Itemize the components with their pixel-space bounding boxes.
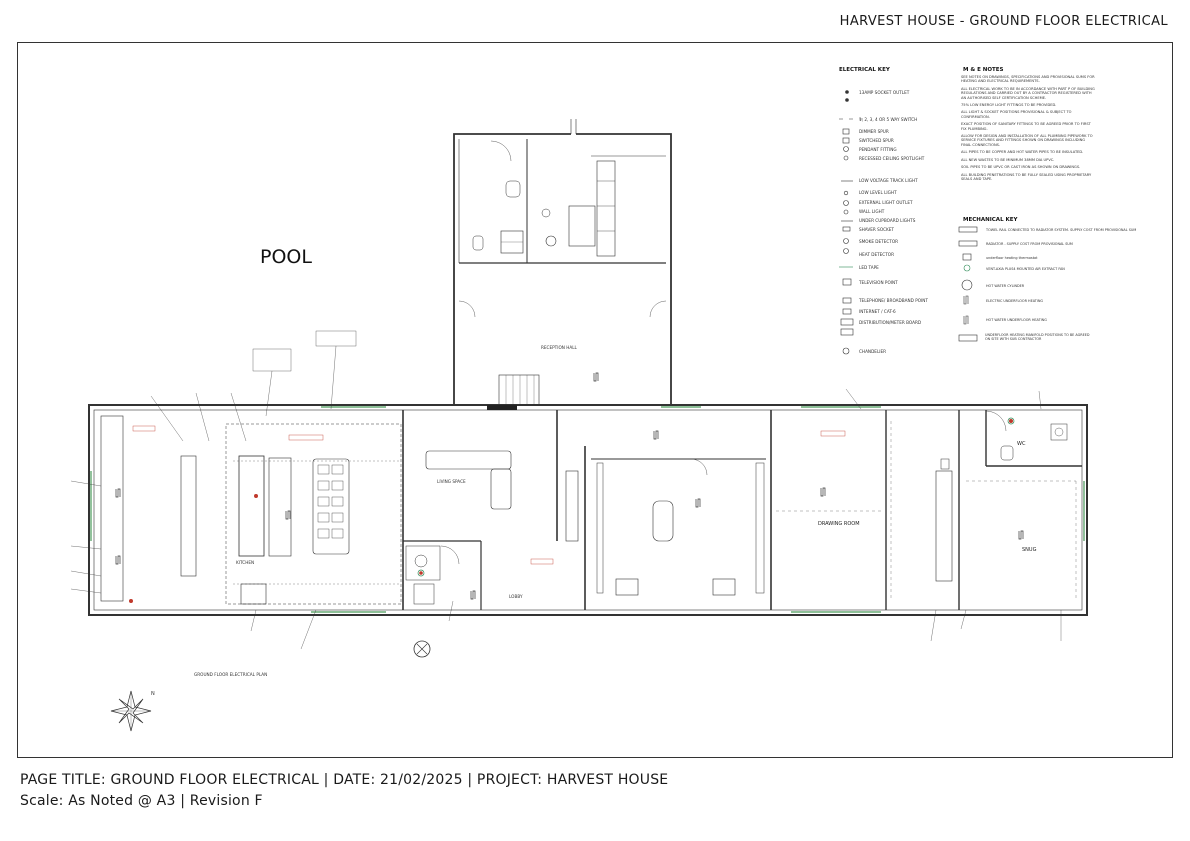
pool-label: POOL [260,246,312,268]
ekey-16: TELEPHONE/ BROADBAND POINT [858,298,928,303]
room-lobby: LOBBY [509,594,523,599]
heating-symbols [115,372,1024,600]
mkey-7-block: UNDERFLOOR HEATING MANIFOLD POSITIONS TO… [985,333,1090,341]
me-notes-block: SEE NOTES ON DRAWINGS, SPECIFICATIONS AN… [961,75,1095,181]
ekey-15: TELEVISION POINT [858,280,898,285]
room-reception-hall: RECEPTION HALL [541,345,578,350]
ekey-11: SHAVER SOCKET [859,227,894,232]
me-note-9: ALL BUILDING PENETRATIONS TO BE FULLY SE… [961,172,1092,181]
sheet-title: HARVEST HOUSE - GROUND FLOOR ELECTRICAL [839,14,1168,29]
ekey-5: RECESSED CEILING SPOTLIGHT [859,156,925,161]
me-note-3: ALL LIGHT & SOCKET POSITIONS PROVISIONAL… [961,110,1072,119]
mkey-1: RADIATOR - SUPPLY COST FROM PROVISIONAL … [986,242,1073,246]
floor-plan-drawing: POOL RECEPTION HALL KITCHEN LIVING SPACE… [70,67,1136,732]
ekey-3: SWITCHED SPUR [859,138,894,143]
central-room-fittings [596,458,765,596]
me-note-8: SOIL PIPES TO BE UPVC OR CAST IRON AS SH… [961,165,1081,170]
me-note-1: ALL ELECTRICAL WORK TO BE IN ACCORDANCE … [961,86,1095,100]
me-note-4: EXACT POSITION OF SANITARY FITTINGS TO B… [961,122,1091,131]
red-marks [129,419,1013,603]
living-fittings [405,450,579,605]
north-wing-walls [453,119,672,410]
mkey-7: UNDERFLOOR HEATING MANIFOLD POSITIONS TO… [985,333,1090,341]
ekey-12: SMOKE DETECTOR [859,239,898,244]
ekey-0: 13AMP SOCKET OUTLET [859,90,910,95]
room-living-space: LIVING SPACE [437,479,466,484]
compass-icon [110,690,152,732]
annotation-leaders [70,330,1062,650]
mechanical-key-heading: MECHANICAL KEY [963,217,1019,223]
me-notes-heading: M & E NOTES [963,67,1004,73]
mkey-6: HOT WATER UNDERFLOOR HEATING [986,318,1047,322]
distribution-board-symbol [413,640,431,658]
me-note-0: SEE NOTES ON DRAWINGS, SPECIFICATIONS AN… [961,75,1095,84]
ekey-2: DIMMER SPUR [859,129,889,134]
ekey-18: DISTRIBUTION/METER BOARD [859,320,921,325]
electrical-key-symbols [839,90,863,355]
footer-page-title: PAGE TITLE: GROUND FLOOR ELECTRICAL | DA… [20,772,669,788]
me-note-6: ALL PIPES TO BE COPPER AND HOT WATER PIP… [961,150,1084,155]
room-drawing-room: DRAWING ROOM [818,521,860,527]
ekey-1: 1, 2, 3, 4 OR 5 WAY SWITCH [859,117,917,122]
ekey-10: UNDER CUPBOARD LIGHTS [859,218,916,223]
main-wing-walls [88,404,1088,616]
red-tags [132,425,846,565]
mkey-5: ELECTRIC UNDERFLOOR HEATING [986,299,1043,303]
room-kitchen: KITCHEN [236,560,254,565]
me-note-2: 75% LOW ENERGY LIGHT FITTINGS TO BE PROV… [961,103,1057,108]
east-rooms-fittings [776,410,1077,601]
ekey-17: INTERNET / CAT-6 [859,309,896,314]
window-marks [90,406,1085,613]
ekey-6: LOW VOLTAGE TRACK LIGHT [859,178,918,183]
ekey-8: EXTERNAL LIGHT OUTLET [859,200,913,205]
me-note-7: ALL NEW WASTES TO BE MINIMUM 38MM DIA UP… [961,157,1055,162]
mkey-2: underfloor heating thermostat [986,256,1038,260]
green-marks [417,417,1015,577]
mkey-0: TOWEL RAIL CONNECTED TO RADIATOR SYSTEM.… [985,228,1136,232]
drawing-frame: POOL RECEPTION HALL KITCHEN LIVING SPACE… [17,42,1173,758]
room-wc: WC [1017,441,1026,447]
mechanical-key-symbols [958,226,978,342]
ekey-13: HEAT DETECTOR [859,252,894,257]
room-snug: SNUG [1022,547,1037,553]
ekey-4: PENDANT FITTING [859,147,897,152]
kitchen-fittings [100,415,402,605]
mkey-3: VENT-AXIA PLUS4 MOUNTED AIR EXTRACT FAN [986,267,1065,271]
ekey-19: CHANDELIER [859,349,886,354]
ekey-14: LED TAPE [859,265,879,270]
ekey-9: WALL LIGHT [859,209,885,214]
ekey-7: LOW LEVEL LIGHT [859,190,897,195]
plan-caption: GROUND FLOOR ELECTRICAL PLAN [194,672,267,677]
electrical-key-heading: ELECTRICAL KEY [839,67,891,73]
footer-scale: Scale: As Noted @ A3 | Revision F [20,793,263,809]
north-label: N [151,691,155,697]
me-note-5: ALLOW FOR DESIGN AND INSTALLATION OF ALL… [961,134,1093,147]
mkey-4: HOT WATER CYLINDER [986,284,1025,288]
